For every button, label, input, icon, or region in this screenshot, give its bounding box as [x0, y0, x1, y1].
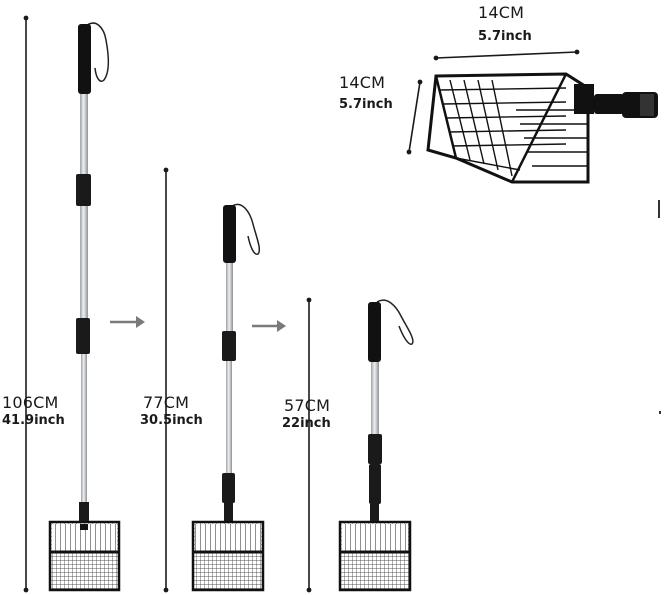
tall-cm-label: 106CM: [2, 393, 59, 412]
short-cm-label: 57CM: [284, 396, 331, 415]
height-line-tall: [23, 15, 29, 593]
scooper-extended-short: [338, 299, 414, 592]
scooper-extended-mid: [191, 203, 265, 592]
tall-inch-label: 41.9inch: [2, 413, 65, 428]
scoop-height-cm-label: 14CM: [339, 73, 386, 92]
scoop-width-cm-label: 14CM: [478, 3, 525, 22]
mid-inch-label: 30.5inch: [140, 413, 203, 428]
short-inch-label: 22inch: [282, 416, 331, 431]
arrow-icon: [252, 320, 286, 332]
scooper-extended-tall: [48, 22, 121, 592]
scoop-closeup: [406, 49, 658, 184]
height-line-mid: [163, 167, 169, 593]
mid-cm-label: 77CM: [143, 393, 190, 412]
scoop-width-inch-label: 5.7inch: [478, 29, 532, 44]
height-line-short: [306, 297, 312, 593]
scoop-height-inch-label: 5.7inch: [339, 97, 393, 112]
arrow-icon: [110, 316, 145, 328]
